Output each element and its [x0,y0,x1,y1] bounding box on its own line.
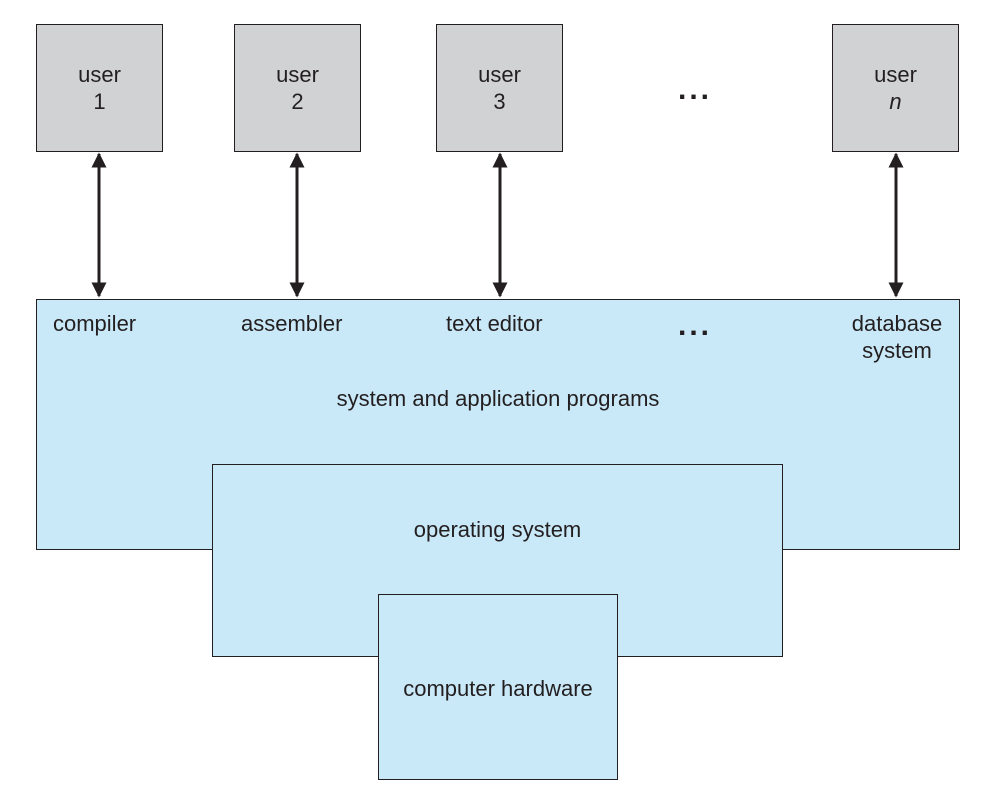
user-label: user [276,62,319,87]
user-box-2: user 2 [234,24,361,152]
hardware-layer [378,594,618,780]
hardware-layer-label: computer hardware [403,676,593,701]
user-box-n: user n [832,24,959,152]
user-number: n [889,89,902,114]
assembler-label: assembler [241,311,343,336]
user-label: user [78,62,121,87]
user-number: 2 [291,89,304,114]
user-label: user [874,62,917,87]
database-line: database [851,311,943,336]
user-box-3: user 3 [436,24,563,152]
text-editor-label: text editor [446,311,543,336]
os-layer-label: operating system [413,517,582,542]
system-line: system [862,338,932,363]
user-box-1: user 1 [36,24,163,152]
user-number: 3 [493,89,506,114]
compiler-label: compiler [53,311,137,336]
database-system-label: database system [845,310,949,364]
user-number: 1 [93,89,106,114]
user-label: user [478,62,521,87]
programs-layer-label: system and application programs [336,386,660,411]
users-ellipsis: ... [678,73,713,106]
programs-ellipsis: ... [678,309,713,342]
